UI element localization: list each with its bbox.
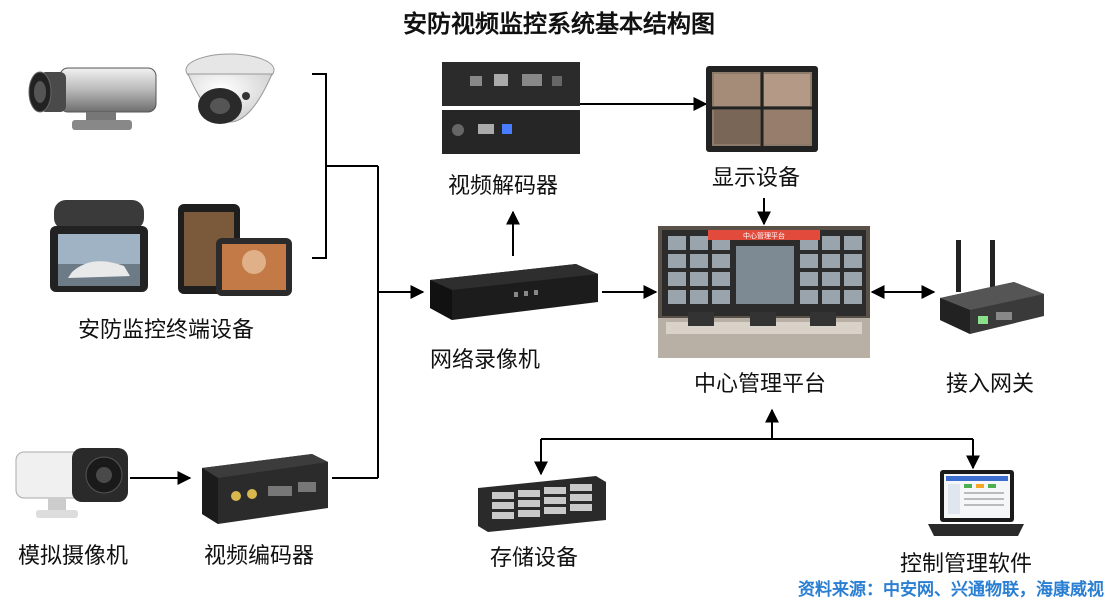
label-video-encoder: 视频编码器 xyxy=(204,544,315,569)
storage-array-icon xyxy=(478,476,606,532)
label-storage: 存储设备 xyxy=(490,546,579,571)
label-video-decoder: 视频解码器 xyxy=(448,174,559,199)
video-decoder-icon xyxy=(442,62,580,154)
label-access-gateway: 接入网关 xyxy=(946,372,1035,397)
platform-banner-text: 中心管理平台 xyxy=(743,231,785,240)
monitoring-room-icon: 中心管理平台 xyxy=(658,226,870,358)
car-monitor-icon xyxy=(50,200,148,292)
access-gateway-icon xyxy=(940,240,1044,334)
tablet-terminal-icon xyxy=(178,204,292,296)
video-encoder-icon xyxy=(202,454,328,524)
source-note: 资料来源：中安网、兴通物联，海康威视 xyxy=(798,580,1104,600)
analog-camera-icon xyxy=(15,448,128,518)
laptop-software-icon xyxy=(928,470,1024,536)
dome-camera-icon xyxy=(185,53,275,124)
display-monitor-icon xyxy=(706,66,818,152)
label-management-platform: 中心管理平台 xyxy=(694,372,827,397)
label-analog-camera: 模拟摄像机 xyxy=(18,544,129,569)
label-nvr: 网络录像机 xyxy=(430,348,541,373)
label-control-software: 控制管理软件 xyxy=(900,552,1033,577)
label-display: 显示设备 xyxy=(712,166,801,191)
terminal-bracket xyxy=(312,73,327,259)
label-terminal-devices: 安防监控终端设备 xyxy=(78,318,255,343)
diagram-title: 安防视频监控系统基本结构图 xyxy=(403,10,715,38)
nvr-icon xyxy=(430,264,598,320)
bullet-camera-icon xyxy=(28,67,157,130)
